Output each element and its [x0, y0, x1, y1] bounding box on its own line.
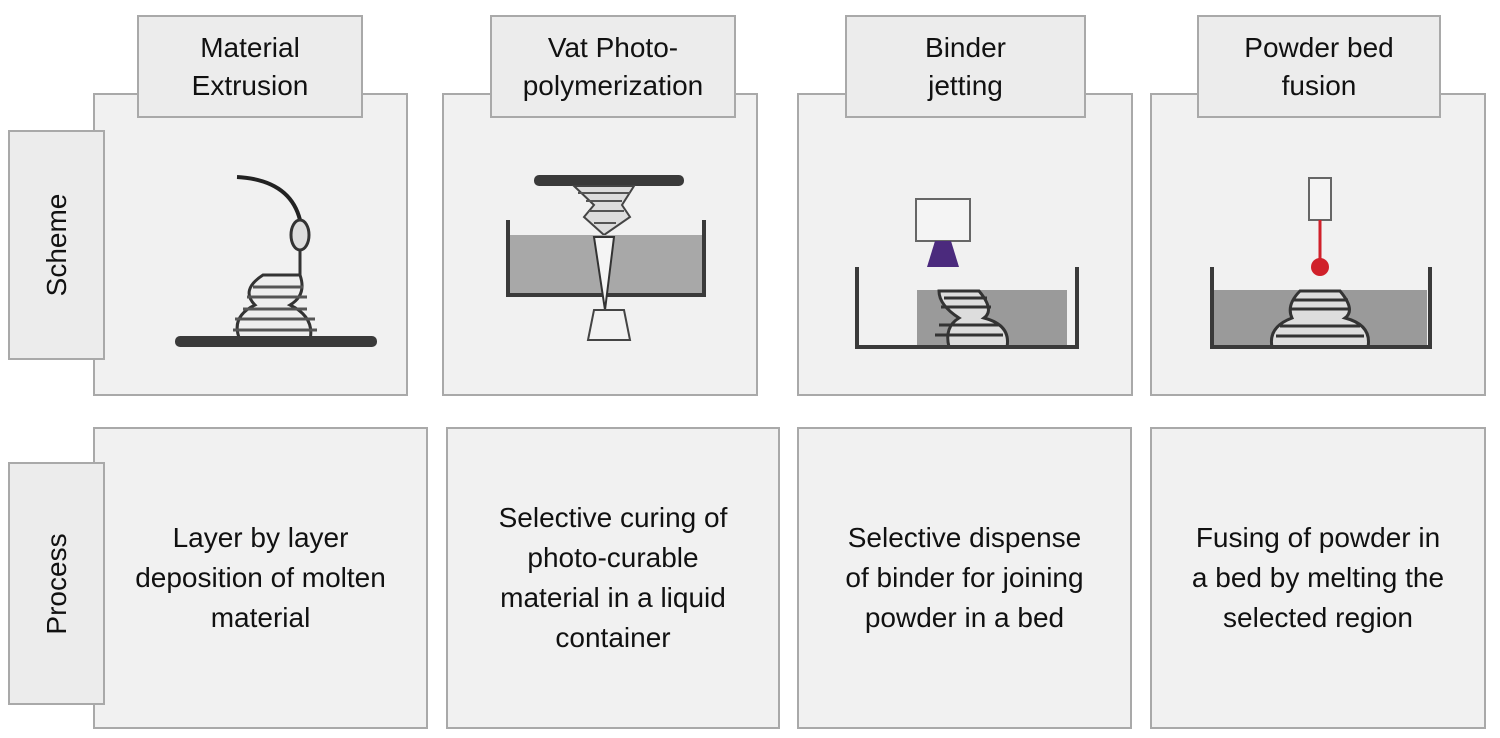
- scheme-box-binder-jetting: [797, 93, 1133, 396]
- row-label-scheme: Scheme: [8, 130, 105, 360]
- column-header-vat-photopolymerization: Vat Photo- polymerization: [490, 15, 736, 118]
- scheme-box-material-extrusion: [93, 93, 408, 396]
- process-text: Fusing of powder in a bed by melting the…: [1191, 522, 1445, 633]
- column-header-material-extrusion: Material Extrusion: [137, 15, 363, 118]
- powder-bed-fusion-illustration: [1210, 177, 1432, 349]
- column-header-powder-bed-fusion: Powder bed fusion: [1197, 15, 1441, 118]
- process-text: Selective curing of photo-curable materi…: [498, 502, 728, 653]
- row-label-scheme-text: Scheme: [40, 193, 72, 297]
- row-label-process: Process: [8, 462, 105, 705]
- scheme-box-powder-bed-fusion: [1150, 93, 1486, 396]
- material-extrusion-illustration: [175, 175, 377, 347]
- binder-jetting-illustration: [855, 198, 1079, 349]
- row-label-process-text: Process: [40, 532, 72, 635]
- process-box-binder-jetting: Selective dispense of binder for joining…: [797, 427, 1132, 729]
- process-box-vat-photopolymerization: Selective curing of photo-curable materi…: [446, 427, 780, 729]
- vat-photopolymerization-illustration: [506, 175, 706, 341]
- process-box-material-extrusion: Layer by layer deposition of molten mate…: [93, 427, 428, 729]
- process-text: Layer by layer deposition of molten mate…: [135, 522, 386, 633]
- column-header-binder-jetting: Binder jetting: [845, 15, 1086, 118]
- process-box-powder-bed-fusion: Fusing of powder in a bed by melting the…: [1150, 427, 1486, 729]
- scheme-box-vat-photopolymerization: [442, 93, 758, 396]
- process-text: Selective dispense of binder for joining…: [845, 522, 1084, 633]
